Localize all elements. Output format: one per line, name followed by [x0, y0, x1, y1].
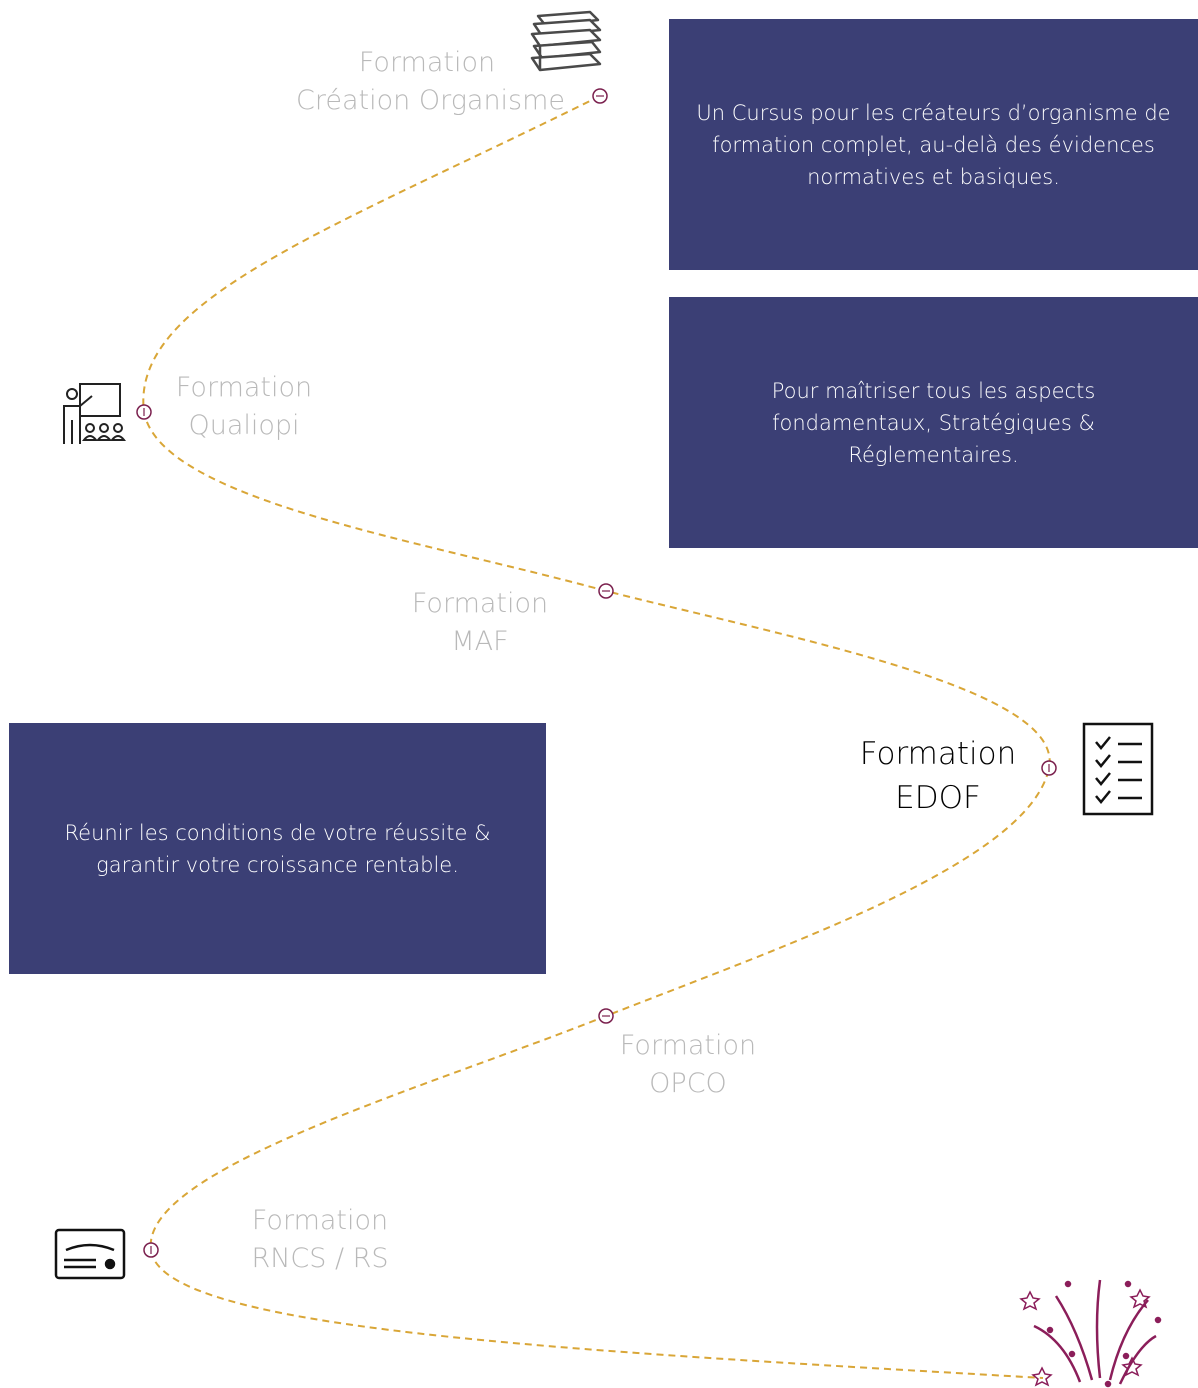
description-box-creation: Un Cursus pour les créateurs d’organisme…	[669, 19, 1198, 270]
step-label-line2: Création Organisme	[296, 85, 566, 116]
step-marker-5[interactable]	[598, 1008, 614, 1024]
step-label-line1: Formation	[251, 1205, 389, 1236]
step-label-line2: Qualiopi	[188, 410, 300, 441]
description-text: Réunir les conditions de votre réussite …	[64, 820, 491, 877]
step-label-line1: Formation	[358, 47, 496, 78]
step-marker-4[interactable]	[1041, 760, 1057, 776]
step-label-line2: EDOF	[895, 780, 981, 816]
step-label-line1: Formation	[175, 372, 313, 403]
teacher-classroom-icon	[63, 383, 127, 444]
step-label-line1: Formation	[859, 736, 1017, 772]
fireworks-icon	[1019, 1279, 1162, 1388]
step-label-line2: MAF	[451, 626, 509, 657]
step-label-line2: RNCS / RS	[251, 1243, 389, 1274]
step-label-line1: Formation	[619, 1030, 757, 1061]
step-label-line1: Formation	[411, 588, 549, 619]
step-marker-6[interactable]	[143, 1242, 159, 1258]
step-marker-1[interactable]	[592, 88, 608, 104]
step-label-edof: Formation EDOF	[850, 732, 1026, 820]
step-label-qualiopi: Formation Qualiopi	[164, 369, 324, 445]
step-label-creation-organisme: Formation Création Organisme	[296, 44, 566, 120]
description-text: Pour maîtriser tous les aspects fondamen…	[771, 378, 1096, 467]
step-marker-2[interactable]	[136, 404, 152, 420]
books-icon	[530, 10, 602, 72]
step-marker-3[interactable]	[598, 583, 614, 599]
checklist-icon	[1082, 722, 1154, 816]
description-text: Un Cursus pour les créateurs d’organisme…	[696, 100, 1171, 189]
step-label-opco: Formation OPCO	[608, 1027, 768, 1103]
step-label-rncs-rs: Formation RNCS / RS	[230, 1202, 410, 1278]
description-box-qualiopi: Pour maîtriser tous les aspects fondamen…	[669, 297, 1198, 548]
description-box-edof: Réunir les conditions de votre réussite …	[9, 723, 546, 974]
step-label-line2: OPCO	[649, 1068, 727, 1099]
step-label-maf: Formation MAF	[400, 585, 560, 661]
certificate-icon	[54, 1228, 126, 1280]
